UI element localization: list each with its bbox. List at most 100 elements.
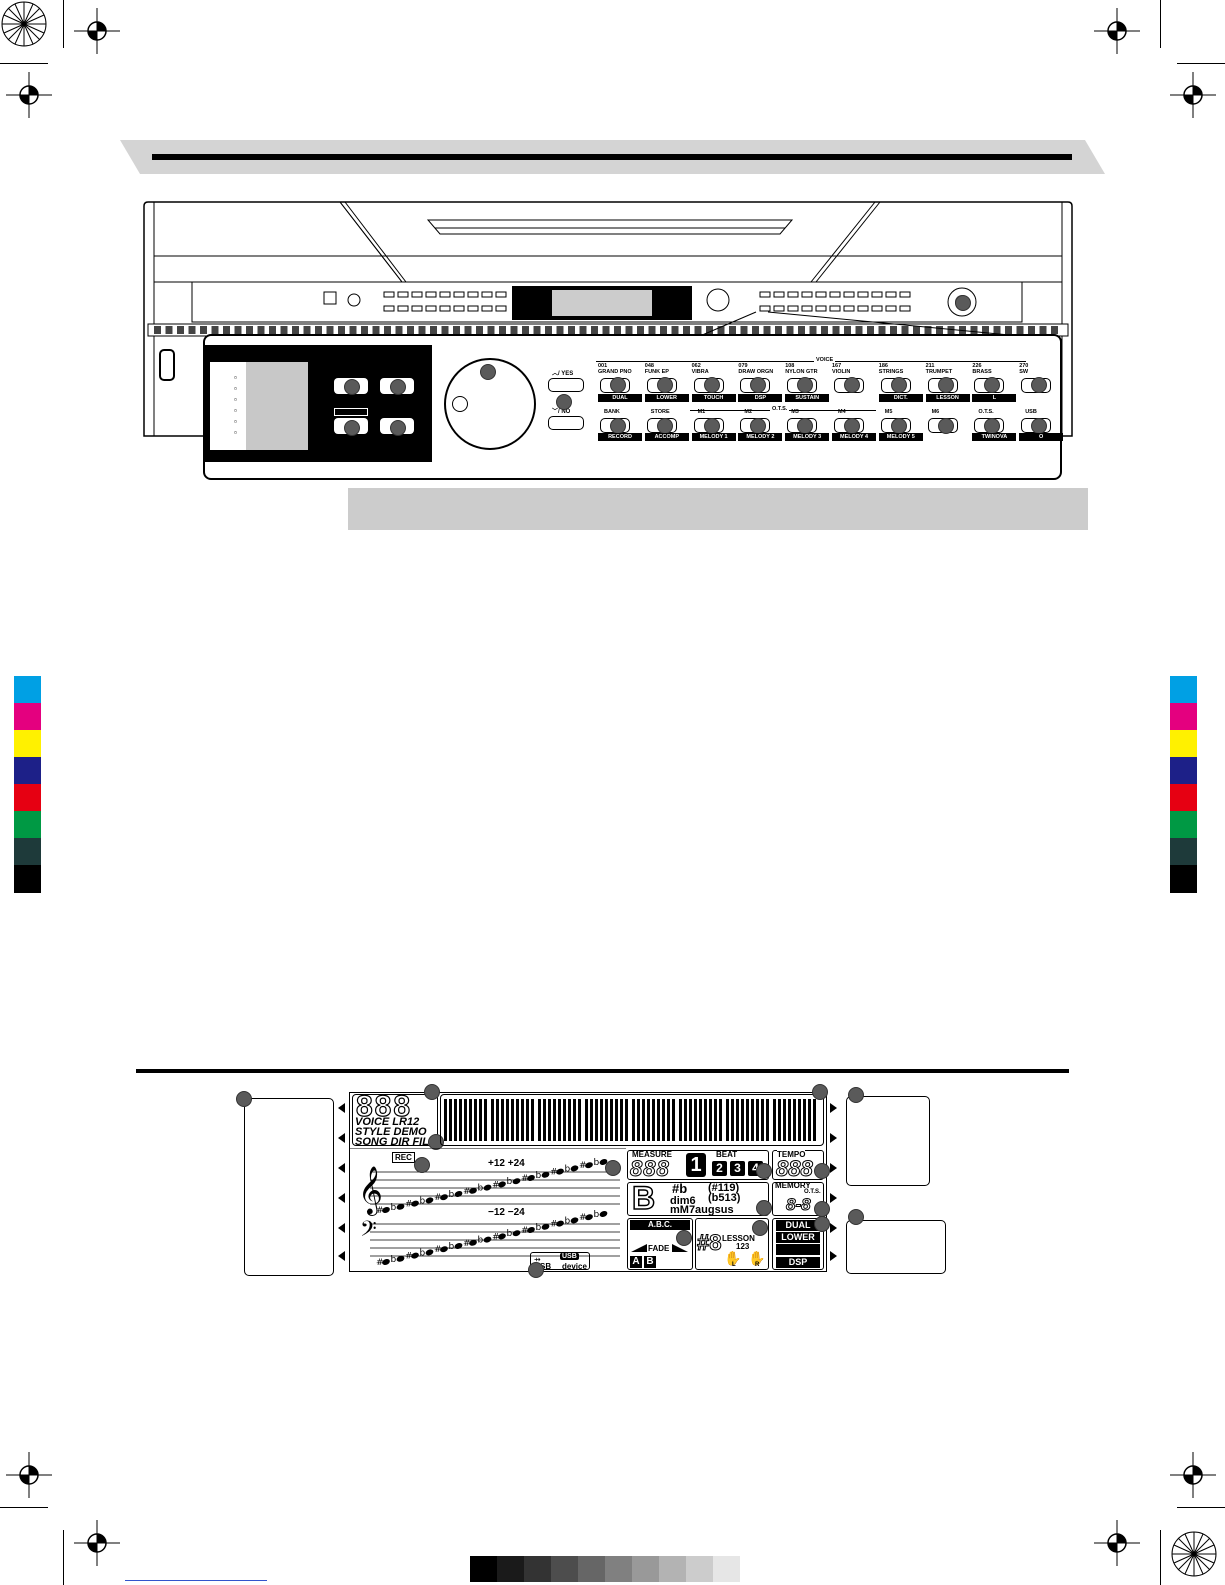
ots-button-name: M2	[744, 409, 753, 415]
callout-marker	[848, 1209, 864, 1225]
down-chevron-icon: ﹀	[552, 409, 559, 415]
svg-text:#: #	[492, 1232, 500, 1242]
registration-mark-right-upper	[1170, 72, 1216, 118]
svg-text:#: #	[434, 1245, 442, 1255]
callout-marker	[890, 377, 907, 393]
voice-number: 167	[832, 363, 842, 369]
color-swatch	[1170, 757, 1197, 785]
callout-marker	[955, 295, 971, 311]
crop-line	[63, 0, 64, 48]
voice-function-label: DSP	[738, 394, 783, 402]
dot-matrix-cell	[491, 1099, 534, 1141]
voice-number: 048	[644, 363, 654, 369]
voice-function-label: DUAL	[598, 394, 642, 402]
lcd-right-arrow-icon	[830, 1193, 837, 1203]
voice-name: FUNK EP	[644, 369, 669, 375]
ots-function-label: MELODY 3	[785, 433, 830, 441]
svg-text:b: b	[565, 1216, 571, 1226]
ots-button-name: O.T.S.	[978, 409, 994, 415]
color-swatch	[14, 811, 41, 839]
gray-swatch	[632, 1556, 659, 1582]
gray-swatch	[659, 1556, 686, 1582]
callout-marker	[756, 1200, 772, 1216]
chord-types: mM7augsus	[670, 1204, 734, 1216]
crop-line	[1177, 1507, 1225, 1508]
svg-text:b: b	[420, 1196, 426, 1206]
voice-name: STRINGS	[878, 369, 904, 375]
voice-name: SW	[1019, 369, 1029, 375]
color-swatch	[14, 865, 41, 893]
grayscale-strip	[470, 1556, 742, 1582]
lcd-right-arrow-icon	[830, 1251, 837, 1261]
registration-mark-bottom-left	[74, 1520, 120, 1566]
callout-marker	[814, 1201, 830, 1217]
svg-text:#: #	[376, 1258, 384, 1268]
lcd-left-arrow-icon	[338, 1133, 345, 1143]
svg-text:#: #	[492, 1180, 500, 1190]
dot-matrix-cell	[538, 1099, 581, 1141]
voice-group-label: VOICE	[814, 357, 836, 363]
memory-box	[772, 1182, 824, 1216]
abc-indicator: A.B.C.	[630, 1220, 690, 1230]
voice-name: GRAND PNO	[598, 369, 632, 375]
svg-text:b: b	[507, 1229, 513, 1239]
callout-marker	[756, 1163, 772, 1179]
usb-word: SB	[540, 1262, 552, 1271]
lcd-right-arrow-icon	[830, 1103, 837, 1113]
voice-name: NYLON GTR	[785, 369, 818, 375]
callout-marker	[812, 1084, 828, 1100]
voice-number: 270	[1019, 363, 1029, 369]
lcd-right-arrow-icon	[830, 1133, 837, 1143]
svg-text:b: b	[449, 1190, 455, 1200]
dot-matrix-cell	[444, 1099, 487, 1141]
function-box	[772, 1218, 824, 1270]
hand-left-label: L	[732, 1262, 736, 1268]
callout-marker	[605, 1160, 621, 1176]
callout-marker	[797, 377, 814, 393]
svg-text:#: #	[579, 1213, 587, 1223]
ots-button-name: M5	[884, 409, 893, 415]
beat-label: BEAT	[716, 1150, 738, 1159]
lcd-window: ▫▫▫▫▫▫	[210, 362, 308, 450]
gray-swatch	[605, 1556, 632, 1582]
svg-text:b: b	[391, 1203, 397, 1213]
ots-function-label: MELODY 5	[878, 433, 923, 441]
callout-marker	[984, 377, 1001, 393]
lcd-main-digits: 888	[355, 1089, 413, 1123]
registration-mark-left-upper	[6, 72, 52, 118]
section-a: A	[630, 1256, 642, 1268]
callout-marker	[1031, 377, 1048, 393]
no-button[interactable]	[548, 416, 584, 430]
ots-button-name: USB	[1025, 409, 1037, 415]
dual-indicator: DUAL	[776, 1220, 820, 1231]
ots-button-name: M3	[791, 409, 799, 415]
color-swatch	[1170, 865, 1197, 893]
starburst-mark-top-left	[1, 1, 47, 47]
svg-text:#: #	[521, 1226, 529, 1236]
gray-swatch	[470, 1556, 497, 1582]
ots-button-name: STORE	[650, 409, 670, 415]
callout-marker	[937, 418, 954, 434]
voice-number: 108	[785, 363, 795, 369]
crop-line	[63, 1530, 64, 1585]
voice-name: DRAW ORGN	[738, 369, 774, 375]
lcd-dot-matrix	[444, 1099, 820, 1141]
yes-button[interactable]	[548, 378, 584, 392]
crop-line	[1177, 63, 1225, 64]
usb-box	[530, 1252, 590, 1270]
chord-tension-1: (#119)	[708, 1182, 740, 1194]
svg-text:#: #	[434, 1193, 442, 1203]
ots-function-label: RECORD	[598, 433, 642, 441]
callout-marker	[556, 394, 572, 410]
lcd-mode-line-2: STYLE DEMO	[355, 1126, 427, 1138]
ots-function-label: ACCOMP	[644, 433, 689, 441]
callout-marker	[390, 379, 406, 395]
crop-line	[1160, 1530, 1161, 1585]
rec-indicator: REC	[392, 1152, 415, 1163]
ots-button-name: BANK	[604, 409, 620, 415]
color-swatch	[14, 676, 41, 704]
right-hand-icon: ✋	[748, 1250, 766, 1266]
voice-name: BRASS	[972, 369, 992, 375]
ots-function-label: MELODY 2	[738, 433, 783, 441]
callout-marker	[750, 377, 767, 393]
